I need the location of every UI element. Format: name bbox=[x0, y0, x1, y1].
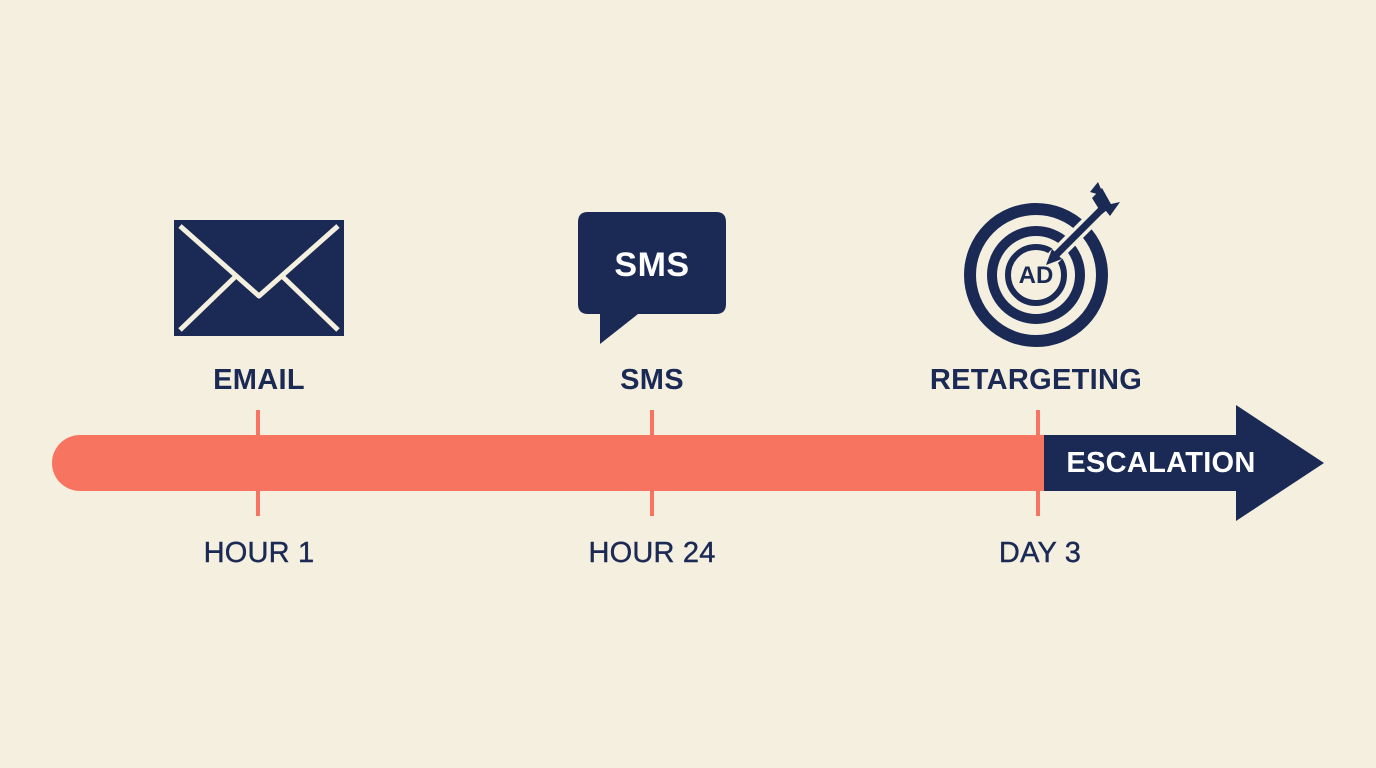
escalation-label: ESCALATION bbox=[1066, 447, 1256, 479]
sms-bubble-text: SMS bbox=[614, 246, 690, 284]
time-label-day-3: DAY 3 bbox=[998, 537, 1082, 569]
envelope-icon bbox=[174, 220, 344, 336]
step-label-email: EMAIL bbox=[213, 364, 305, 396]
chat-bubble-icon bbox=[578, 212, 726, 346]
ad-text: AD bbox=[1018, 262, 1054, 289]
step-label-sms: SMS bbox=[620, 364, 684, 396]
timeline-tick-day-3 bbox=[1036, 410, 1040, 516]
step-label-retargeting: RETARGETING bbox=[929, 364, 1143, 396]
time-label-hour-1: HOUR 1 bbox=[203, 537, 315, 569]
timeline-tick-hour-24 bbox=[650, 410, 654, 516]
target-arrow-icon bbox=[962, 182, 1128, 348]
escalation-arrow bbox=[1044, 405, 1324, 521]
timeline-tick-hour-1 bbox=[256, 410, 260, 516]
timeline-bar bbox=[52, 435, 1052, 491]
time-label-hour-24: HOUR 24 bbox=[588, 537, 716, 569]
